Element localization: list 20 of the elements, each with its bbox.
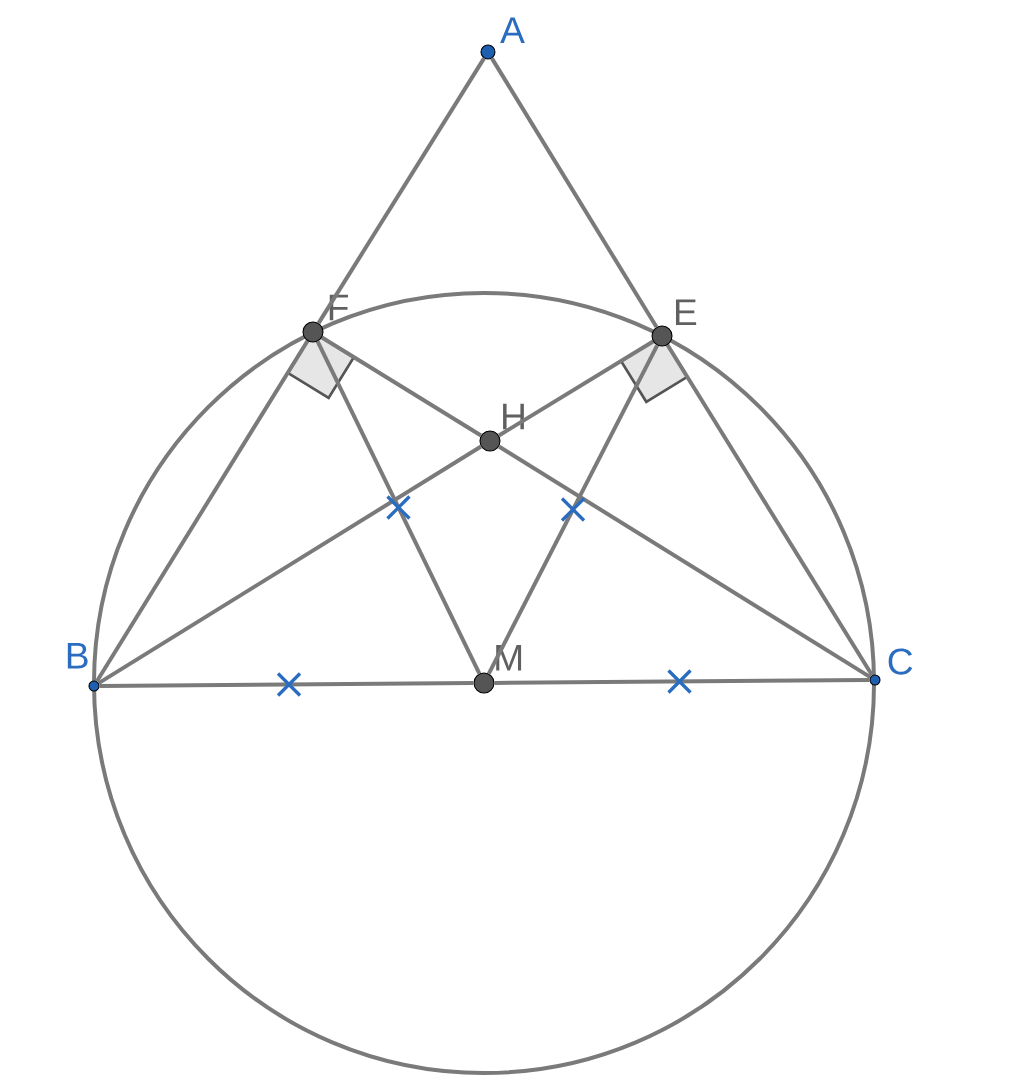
node-label: E [675, 299, 697, 326]
line-segment [494, 678, 870, 685]
line-segment [497, 444, 872, 679]
line-segment [99, 681, 474, 688]
line-segment [95, 339, 310, 683]
point: A [480, 17, 525, 60]
line-segment [665, 343, 874, 677]
point: B [67, 642, 100, 692]
line-segment [320, 335, 483, 438]
line-segment [315, 340, 482, 675]
line-segment [316, 57, 486, 325]
line-segment [97, 444, 483, 685]
node-label: B [67, 642, 88, 669]
line-segment [490, 57, 659, 329]
point: E [651, 299, 697, 347]
line-segment [497, 339, 655, 438]
line-segment [487, 344, 659, 675]
node-label: A [500, 17, 525, 44]
point: C [869, 648, 913, 686]
node-label: C [888, 648, 913, 675]
